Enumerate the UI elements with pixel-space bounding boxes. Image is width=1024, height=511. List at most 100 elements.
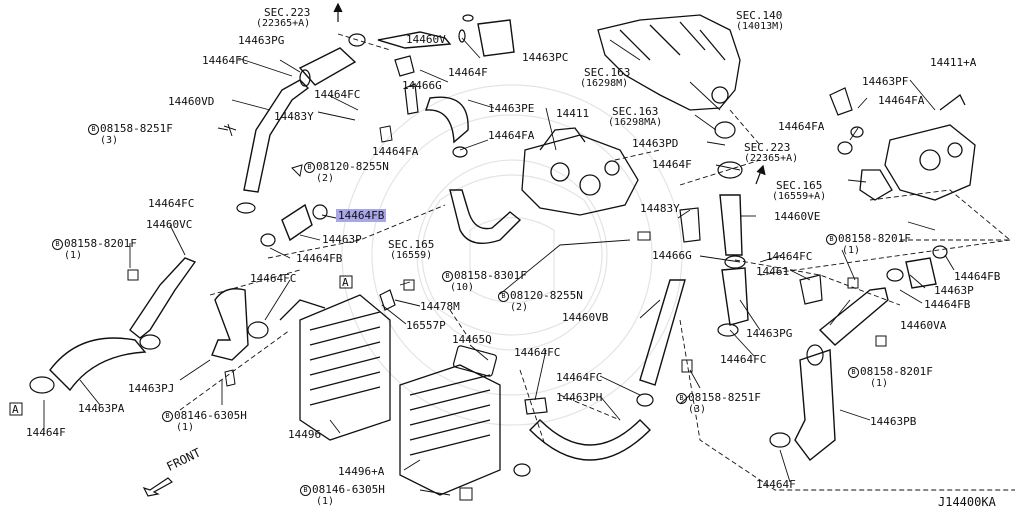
label-14411: 14411	[556, 107, 590, 120]
bolt-ref-icon: B	[848, 366, 859, 378]
intercoolers	[279, 294, 501, 496]
label-14464FB-right2: 14464FB	[924, 298, 971, 311]
intercooler-14496A	[399, 364, 501, 496]
label-14464FA-right: 14464FA	[878, 94, 925, 107]
label-14464FC-left4: 14464FC	[250, 272, 297, 285]
pipe-14460VA	[818, 287, 889, 346]
label-14463P-left: 14463P	[322, 233, 362, 246]
label-14464FB-right: 14464FB	[954, 270, 1001, 283]
label-bolt-08158-8251F-bottom-qty: (3)	[688, 404, 707, 415]
label-14460VB: 14460VB	[562, 311, 609, 324]
label-sec140: SEC.140	[736, 9, 783, 22]
label-14411A: 14411+A	[930, 56, 977, 69]
label-14464FC-center2: 14464FC	[556, 371, 603, 384]
label-sec163-mid: SEC.163	[612, 105, 659, 118]
label-16557P: 16557P	[406, 319, 446, 332]
label-14464FC-mid: 14464FC	[314, 88, 361, 101]
label-14464FC-left3: 14464FC	[148, 197, 195, 210]
label-14464FA-right2: 14464FA	[778, 120, 825, 133]
bolt-ref-icon: B	[498, 290, 509, 302]
label-bolt-08158-8201F-right2-qty: (1)	[870, 378, 889, 389]
label-14496: 14496	[288, 428, 322, 441]
bolt-code: 08146-6305H	[312, 483, 385, 496]
label-bolt-08120-8255N-mid-qty: (2)	[510, 302, 529, 313]
label-14464FA-left: 14464FA	[372, 145, 419, 158]
bolt-code: 08120-8255N	[510, 289, 583, 302]
label-14463PG-right: 14463PG	[746, 327, 793, 340]
label-14464FC-right: 14464FC	[766, 250, 813, 263]
hose-14463PJ	[211, 288, 249, 361]
label-bolt-08120-8255N-top-qty: (2)	[316, 173, 335, 184]
label-14463PG-top: 14463PG	[238, 34, 285, 47]
label-14464FC-right2: 14464FC	[720, 353, 767, 366]
hose-14463PB	[794, 349, 836, 461]
label-bolt-08158-8301F-qty: (10)	[450, 282, 475, 293]
direction-arrows	[333, 2, 766, 185]
label-14464F-bottom-left: 14464F	[26, 426, 66, 439]
label-sec165-left-sub: (16559)	[390, 250, 433, 261]
bolt-code: 08158-8301F	[454, 269, 527, 282]
callout-box-A-bottom	[9, 402, 23, 416]
bolt-code: 08158-8201F	[860, 365, 933, 378]
bolt-ref-icon: B	[304, 161, 315, 173]
hose-14463PH	[529, 419, 651, 461]
label-sec165-left: SEC.165	[388, 238, 435, 251]
bolt-ref-icon: B	[52, 238, 63, 250]
hose-14463P-left	[281, 203, 313, 242]
label-14464FB-left: 14464FB	[296, 252, 343, 265]
label-14464FA-mid: 14464FA	[488, 129, 535, 142]
label-sec223-top-sub: (22365+A)	[256, 18, 311, 29]
dashed-leaders	[179, 33, 1015, 491]
leader-lines	[43, 37, 955, 496]
label-14478M: 14478M	[420, 300, 460, 313]
label-bolt-08158-8201F-left-qty: (1)	[64, 250, 83, 261]
hose-14463PA	[49, 337, 147, 392]
label-sec223-right: SEC.223	[744, 141, 791, 154]
label-14463PB: 14463PB	[870, 415, 917, 428]
label-sec163-top-sub: (16298M)	[580, 78, 629, 89]
label-sec163-mid-sub: (16298MA)	[608, 117, 663, 128]
pipe-14460VD	[243, 79, 310, 193]
label-14483Y-left: 14483Y	[274, 110, 314, 123]
bolt-ref-icon: B	[162, 410, 173, 422]
label-14464F-top: 14464F	[448, 66, 488, 79]
label-sec223-top: SEC.223	[264, 6, 311, 19]
intercooler-14496	[299, 294, 391, 441]
label-14460VE: 14460VE	[774, 210, 821, 223]
bolt-code: 08158-8201F	[64, 237, 137, 250]
label-14460V: 14460V	[406, 33, 446, 46]
label-sec140-sub: (14013M)	[736, 21, 785, 32]
label-14463PC: 14463PC	[522, 51, 569, 64]
label-sec163-top: SEC.163	[584, 66, 631, 79]
turbo-right	[859, 94, 976, 201]
label-14464F-mid: 14464F	[652, 158, 692, 171]
label-14463PF: 14463PF	[862, 75, 909, 88]
bolt-ref-icon: B	[442, 270, 453, 282]
pipe-14460VB	[639, 279, 686, 386]
label-14460VD: 14460VD	[168, 95, 215, 108]
intake-manifold	[597, 14, 741, 111]
callout-box-A-top	[339, 275, 353, 289]
bolt-code: 08158-8251F	[688, 391, 761, 404]
label-14464FC-tl: 14464FC	[202, 54, 249, 67]
label-bolt-08146-6305H-bottom-qty: (1)	[316, 496, 335, 507]
label-14464FB-highlighted[interactable]: 14464FB	[336, 209, 387, 222]
bolt-ref-icon: B	[826, 233, 837, 245]
label-sec165-right-sub: (16559+A)	[772, 191, 827, 202]
bolt-code: 08146-6305H	[174, 409, 247, 422]
hose-14463PC	[477, 19, 515, 57]
label-14460VA: 14460VA	[900, 319, 947, 332]
callout-A-bottom: A	[12, 403, 19, 416]
bolt-code: 08158-8201F	[838, 232, 911, 245]
label-14466G-top: 14466G	[402, 79, 442, 92]
label-14460VC: 14460VC	[146, 218, 193, 231]
label-14463PH: 14463PH	[556, 391, 603, 404]
pipe-14460V	[377, 31, 452, 49]
